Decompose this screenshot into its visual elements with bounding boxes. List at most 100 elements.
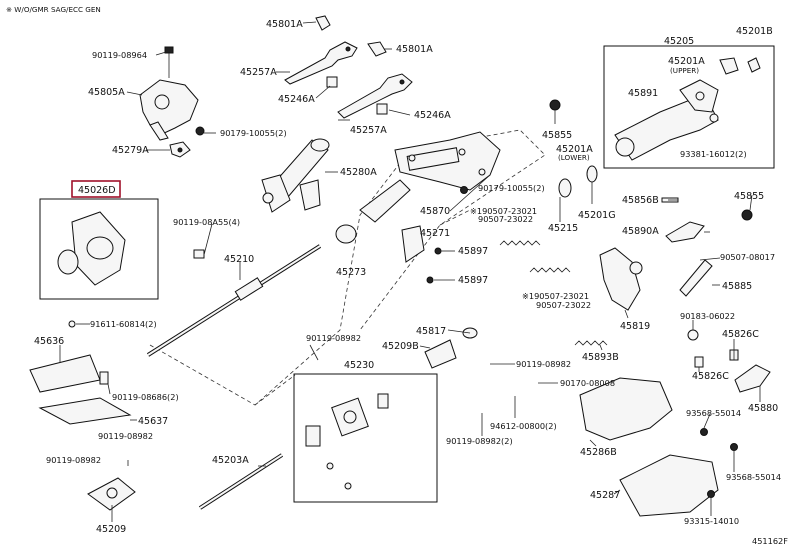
part-45893B-spring[interactable] (574, 340, 608, 346)
part-45210-shaft[interactable] (146, 244, 322, 357)
part-45203A-shaft[interactable] (198, 453, 284, 510)
part-screw-93568-b[interactable] (730, 443, 738, 451)
part-45271-bushing[interactable] (335, 224, 357, 244)
label-45897-a: 45897 (458, 246, 488, 257)
assembly-45230-box (293, 373, 438, 503)
part-45246A-b[interactable] (376, 103, 388, 115)
label-90119-08964: 90119-08964 (92, 50, 147, 60)
part-45819-bracket[interactable] (599, 247, 643, 311)
part-bolt-91611[interactable] (68, 320, 76, 328)
part-45801A-b[interactable] (367, 41, 387, 57)
label-190507-23021-a: ※190507-23021 (470, 206, 537, 216)
part-45890A-lever[interactable] (665, 221, 705, 243)
part-45246A-a[interactable] (326, 76, 338, 88)
label-90507-23022-a: 90507-23022 (478, 214, 533, 224)
label-45801A-a: 45801A (266, 19, 303, 30)
label-45826C-b: 45826C (692, 371, 729, 382)
part-45801A-a[interactable] (315, 15, 331, 31)
label-45801A-b: 45801A (396, 44, 433, 55)
label-45855-b: 45855 (734, 191, 764, 202)
part-45201G-ring[interactable] (586, 165, 598, 183)
label-90119-08982-e: 90119-08982(2) (446, 436, 513, 446)
label-45209: 45209 (96, 524, 126, 535)
part-45257A-b-lever[interactable] (337, 73, 413, 119)
label-45287: 45287 (590, 490, 620, 501)
part-nut-90179[interactable] (195, 126, 205, 136)
leader-lines (59, 21, 761, 522)
label-93568-55014-b: 93568-55014 (726, 472, 781, 482)
part-45287-cover[interactable] (619, 454, 719, 517)
part-45201A-upper-cap[interactable] (719, 57, 739, 75)
label-90119-08982-c: 90119-08982 (306, 333, 361, 343)
label-90179-10055-b: 90179-10055(2) (478, 183, 545, 193)
part-45257A-a-lever[interactable] (284, 41, 358, 85)
part-45230-joint[interactable] (305, 393, 389, 490)
part-45026D-cover[interactable] (57, 211, 126, 286)
label-45201A-lower: 45201A (556, 144, 593, 155)
label-90507-23022-b: 90507-23022 (536, 300, 591, 310)
label-93381-16012: 93381-16012(2) (680, 149, 747, 159)
part-45286B-cover[interactable] (579, 377, 673, 441)
part-45209B-joint[interactable] (424, 339, 457, 369)
label-90119-08982-b: 90119-08982 (46, 455, 101, 465)
label-45893B: 45893B (582, 352, 619, 363)
part-45636-bracket[interactable] (29, 354, 101, 393)
part-45897-a[interactable] (401, 225, 442, 263)
label-45257A-b: 45257A (350, 125, 387, 136)
label-45271: 45271 (420, 228, 450, 239)
part-nut-90179-b[interactable] (460, 186, 468, 194)
label-45026D: 45026D (78, 185, 116, 196)
label-45201A-lower-sub: (LOWER) (558, 153, 590, 162)
label-45201G: 45201G (578, 210, 616, 221)
part-45897-b[interactable] (426, 276, 434, 284)
part-bolt-90119-08686[interactable] (99, 371, 109, 385)
part-45215-bushing[interactable] (558, 178, 572, 198)
part-45209-joint[interactable] (87, 477, 136, 511)
assembly-dashed-outline (149, 129, 546, 406)
part-93381-bolt[interactable] (709, 113, 719, 123)
part-45279A-clip[interactable] (169, 141, 191, 158)
label-90119-08982-d: 90119-08982 (516, 359, 571, 369)
label-45201A-upper-sub: (UPPER) (670, 66, 699, 75)
part-90183-nut[interactable] (687, 329, 699, 341)
part-45805A-bracket[interactable] (139, 79, 199, 141)
part-45280A-column-tube[interactable] (261, 138, 330, 213)
label-45817: 45817 (416, 326, 446, 337)
part-45826C-b[interactable] (694, 356, 704, 368)
label-45230: 45230 (344, 360, 374, 371)
assembly-45026D-box (39, 198, 159, 300)
label-90170-08008: 90170-08008 (560, 378, 615, 388)
label-90119-08982-a: 90119-08982 (98, 431, 153, 441)
label-45890A: 45890A (622, 226, 659, 237)
label-45209B: 45209B (382, 341, 419, 352)
label-45273: 45273 (336, 267, 366, 278)
part-45855-a-screw[interactable] (549, 99, 561, 124)
part-45855-b-screw[interactable] (741, 209, 753, 221)
label-45205: 45205 (664, 36, 694, 47)
part-screw-93568-a[interactable] (700, 428, 708, 436)
part-45637-bracket[interactable] (38, 397, 132, 425)
part-45885-link[interactable] (679, 259, 713, 297)
part-bolt-90119-08964[interactable] (164, 46, 174, 78)
label-45870: 45870 (420, 206, 450, 217)
label-45897-b: 45897 (458, 275, 488, 286)
label-45215: 45215 (548, 223, 578, 234)
part-45880-lever[interactable] (734, 364, 771, 393)
part-screw-93315[interactable] (707, 490, 715, 498)
part-spring-90507-23022-b[interactable] (529, 267, 571, 273)
label-90507-08017: 90507-08017 (720, 252, 775, 262)
label-45257A-a: 45257A (240, 67, 277, 78)
label-45286B: 45286B (580, 447, 617, 458)
part-45870-bracket[interactable] (359, 131, 501, 223)
label-45880: 45880 (748, 403, 778, 414)
part-bolt-90119-08A55[interactable] (193, 249, 205, 259)
label-45819: 45819 (620, 321, 650, 332)
label-90183-06022: 90183-06022 (680, 311, 735, 321)
label-90179-10055-a: 90179-10055(2) (220, 128, 287, 138)
label-45805A: 45805A (88, 87, 125, 98)
part-spring-90507-23022-a[interactable] (499, 240, 541, 246)
part-45201B-clip[interactable] (747, 57, 761, 73)
label-45201A-upper: 45201A (668, 56, 705, 67)
highlight-box-45026D (71, 180, 121, 198)
